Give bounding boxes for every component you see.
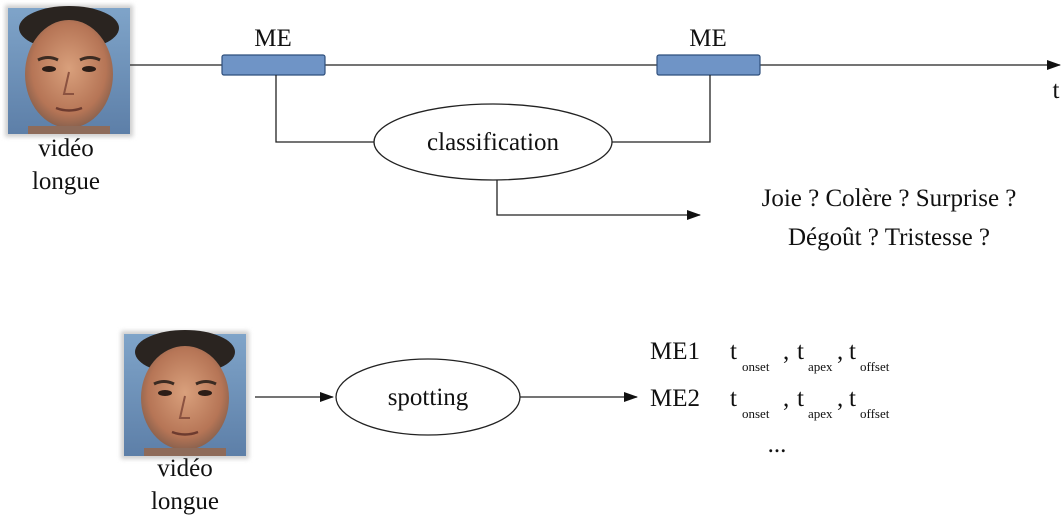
output-name: ME1 — [650, 338, 700, 365]
spotting-label: spotting — [388, 384, 469, 411]
t-symbol: t — [849, 385, 856, 412]
comma: , — [837, 385, 843, 412]
output-name: ME2 — [650, 385, 700, 412]
classification-ellipse — [373, 103, 613, 181]
ellipsis: ... — [768, 431, 787, 458]
connector-me1 — [275, 75, 375, 143]
output-row-me2: ME2 t onset , t apex , t offset — [650, 385, 890, 421]
onset-subscript: onset — [742, 406, 770, 421]
onset-subscript: onset — [742, 359, 770, 374]
connector-me2 — [612, 75, 711, 143]
comma: , — [837, 338, 843, 365]
face-caption-line2: longue — [32, 168, 100, 195]
face-caption-line1: vidéo — [157, 455, 213, 482]
apex-subscript: apex — [808, 359, 833, 374]
me-label-2: ME — [689, 25, 727, 52]
me-box-2 — [656, 54, 761, 76]
comma: , — [783, 385, 789, 412]
axis-label: t — [1053, 77, 1060, 104]
classification-label: classification — [427, 129, 559, 156]
comma: , — [783, 338, 789, 365]
t-symbol: t — [797, 338, 804, 365]
classification-output-arrow — [496, 180, 701, 220]
me-box-1 — [221, 54, 326, 76]
t-symbol: t — [797, 385, 804, 412]
t-symbol: t — [849, 338, 856, 365]
offset-subscript: offset — [860, 359, 890, 374]
emotions-line-1: Joie ? Colère ? Surprise ? — [762, 185, 1017, 212]
offset-subscript: offset — [860, 406, 890, 421]
t-symbol: t — [730, 385, 737, 412]
apex-subscript: apex — [808, 406, 833, 421]
face-caption-line2: longue — [151, 488, 219, 515]
face-photo-icon — [5, 5, 133, 137]
output-row-me1: ME1 t onset , t apex , t offset — [650, 338, 890, 374]
t-symbol: t — [730, 338, 737, 365]
emotions-line-2: Dégoût ? Tristesse ? — [788, 224, 990, 251]
face-photo-icon — [121, 330, 249, 459]
face-caption-line1: vidéo — [38, 135, 94, 162]
me-label-1: ME — [254, 25, 292, 52]
